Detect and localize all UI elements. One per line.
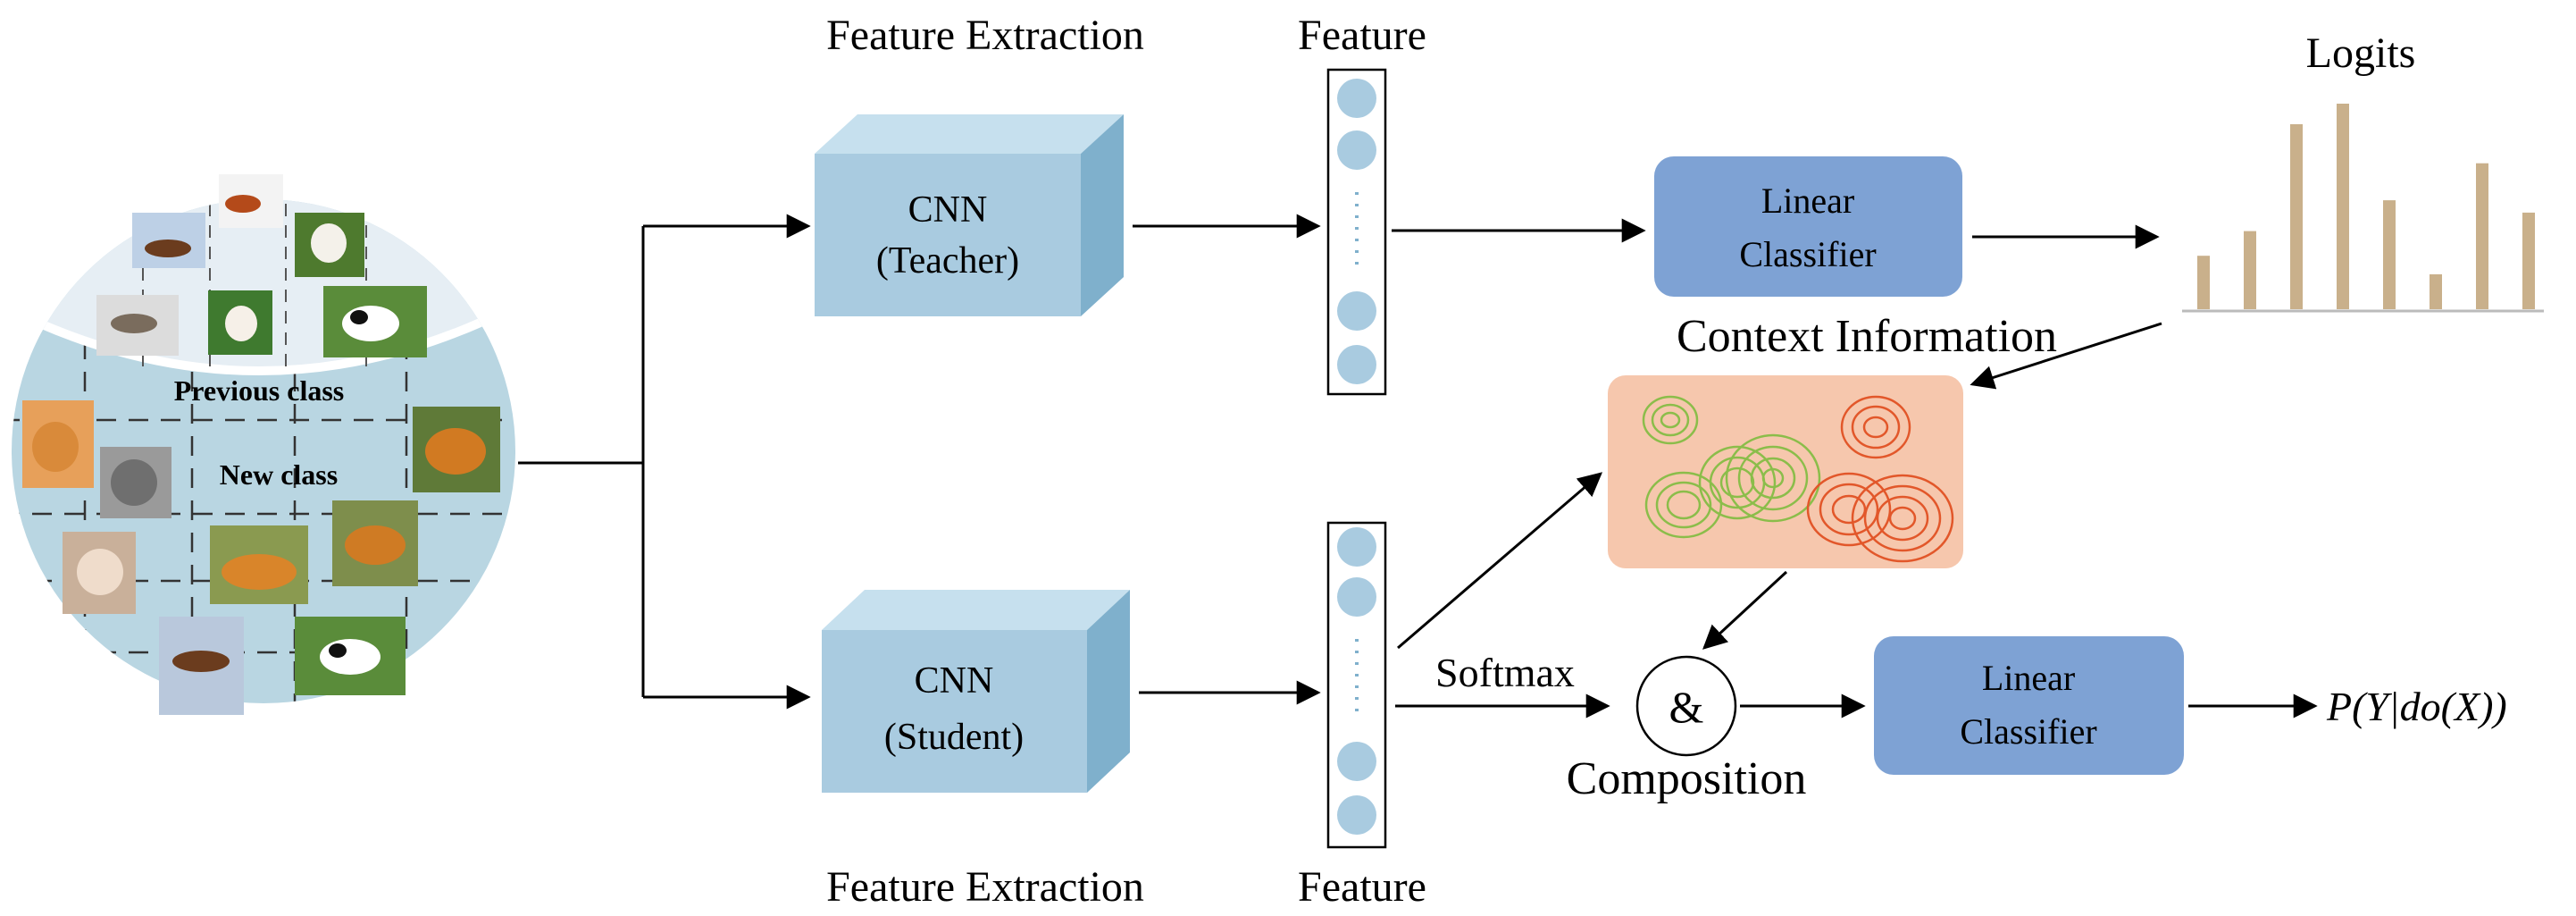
logit-bar [2337, 104, 2349, 309]
linear-classifier-top-box [1654, 156, 1962, 297]
context-information-box [1608, 375, 1963, 568]
cnn-student-block: CNN (Student) [822, 590, 1130, 793]
feature-vector-top [1326, 68, 1387, 396]
cnn-teacher-line2: (Teacher) [876, 240, 1019, 282]
logit-bar [2476, 163, 2488, 309]
feature-label-bottom: Feature [1298, 863, 1426, 911]
logit-bar [2522, 212, 2535, 309]
previous-class-label: Previous class [174, 374, 345, 407]
logit-bar [2197, 256, 2210, 309]
linear-classifier-bottom: Linear Classifier [1874, 636, 2184, 775]
feature-extraction-label-bottom: Feature Extraction [826, 863, 1144, 911]
composition-circle [1635, 655, 1737, 757]
logit-bar [2383, 200, 2396, 309]
feature-node [1337, 577, 1376, 617]
feature-node [1337, 79, 1376, 118]
linear-classifier-top-line1: Linear [1761, 181, 1854, 221]
cnn-student-top [822, 590, 1130, 630]
cnn-teacher-line1: CNN [908, 189, 988, 231]
new-class-images [22, 400, 500, 715]
cnn-student-line2: (Student) [884, 717, 1024, 758]
cnn-student-front [822, 630, 1087, 793]
feature-vector-top-frame [1326, 68, 1387, 396]
cnn-teacher-front [815, 154, 1081, 316]
linear-classifier-bottom-line1: Linear [1982, 658, 2075, 698]
feature-vector-bottom-frame [1326, 521, 1387, 849]
arrow-logits-to-context [1970, 322, 2162, 390]
branch-connector [518, 214, 811, 710]
logit-bar [2290, 124, 2303, 309]
new-class-label: New class [220, 458, 338, 491]
cnn-student-line1: CNN [915, 660, 994, 702]
logits-label: Logits [2306, 29, 2416, 77]
logit-bar [2244, 231, 2256, 309]
softmax-label: Softmax [1435, 650, 1575, 695]
context-green-contours [1642, 395, 1821, 539]
feature-vector-bottom [1326, 521, 1387, 849]
context-information-label: Context Information [1677, 311, 2057, 362]
feature-node [1337, 527, 1376, 567]
linear-classifier-top-line2: Classifier [1739, 234, 1876, 274]
logit-bar [2430, 273, 2442, 309]
feature-extraction-label-top: Feature Extraction [826, 12, 1144, 59]
cnn-student-side [1087, 590, 1130, 793]
linear-classifier-bottom-box [1874, 636, 2184, 775]
context-orange-contours [1806, 395, 1954, 563]
dataset-circle: Previous class New class [12, 174, 515, 715]
feature-node [1337, 345, 1376, 384]
linear-classifier-bottom-line2: Classifier [1960, 711, 2096, 752]
cnn-teacher-side [1081, 114, 1124, 316]
cnn-teacher-top [815, 114, 1124, 154]
output-label: P(Y|do(X)) [2326, 684, 2507, 729]
composition-label: Composition [1567, 753, 1807, 804]
feature-node [1337, 291, 1376, 331]
arrow-feature-to-context [1397, 472, 1603, 650]
feature-node [1337, 795, 1376, 835]
linear-classifier-top: Linear Classifier [1654, 156, 1962, 297]
cnn-teacher-block: CNN (Teacher) [815, 114, 1124, 316]
feature-node [1337, 742, 1376, 781]
logits-chart [2182, 104, 2544, 313]
composition-symbol: & [1669, 682, 1704, 732]
feature-label-top: Feature [1298, 12, 1426, 59]
previous-class-images [96, 174, 427, 357]
feature-node [1337, 130, 1376, 170]
composition-node: & [1635, 655, 1737, 757]
arrow-context-to-composition [1702, 570, 1788, 650]
